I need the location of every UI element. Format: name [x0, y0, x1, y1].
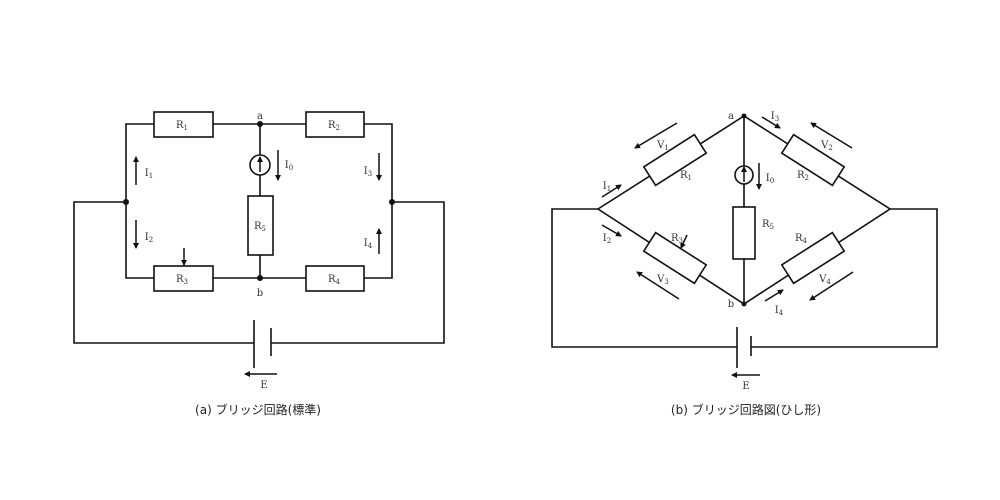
resistor-r4: [780, 231, 846, 285]
node-b-dot: [741, 301, 747, 307]
resistor-r1: [642, 133, 708, 187]
label-r4: R4: [328, 274, 341, 286]
node-left-dot: [123, 199, 129, 205]
resistor-r5: [732, 206, 756, 260]
caption-b: (b) ブリッジ回路図(ひし形): [671, 402, 821, 417]
label-r1: R1: [176, 120, 188, 132]
label-r2: R2: [328, 120, 340, 132]
label-node-a: a: [257, 111, 263, 122]
resistor-r2: [780, 133, 846, 187]
label-i4: I4: [775, 305, 784, 317]
label-i2: I2: [603, 233, 611, 245]
resistor-r1: [153, 111, 214, 138]
label-i4: I4: [364, 238, 373, 250]
battery-icon: [736, 327, 752, 368]
diagram-a-standard-bridge: a b R1 R2 R3 R4 R5 I0 I1 I2 I3 I4 E (a) …: [73, 111, 445, 417]
node-b-dot: [257, 275, 263, 281]
caption-a: (a) ブリッジ回路(標準): [195, 402, 321, 417]
label-e: E: [742, 381, 749, 392]
label-node-b: b: [257, 288, 263, 299]
current-source-icon: [734, 165, 754, 185]
arrow-r3-variable: [680, 234, 688, 249]
label-r4: R4: [795, 233, 808, 245]
label-node-a: a: [728, 111, 734, 122]
node-a-dot: [257, 121, 263, 127]
diagram-b-diamond-bridge: a b R1 R2 R3 R4 R5 I0 I1 I2 I3 I4 V1 V2 …: [551, 111, 938, 417]
arrow-i1: [601, 184, 622, 198]
label-v1: V1: [656, 140, 669, 152]
label-i0: I0: [766, 173, 774, 185]
arrow-i2: [601, 224, 622, 237]
label-i1: I1: [145, 168, 153, 180]
label-r2: R2: [797, 170, 809, 182]
label-r1: R1: [680, 170, 692, 182]
label-i2: I2: [145, 232, 153, 244]
label-v4: V4: [818, 274, 831, 286]
label-r3: R3: [176, 274, 188, 286]
label-i3: I3: [771, 111, 779, 123]
label-r5: R5: [254, 221, 266, 233]
label-node-b: b: [728, 299, 734, 310]
arrow-v3: [636, 271, 680, 300]
label-i1: I1: [603, 181, 611, 193]
label-v2: V2: [820, 140, 833, 152]
label-r3: R3: [671, 233, 683, 245]
current-source-icon: [249, 154, 271, 176]
label-v3: V3: [656, 274, 669, 286]
arrow-i3: [761, 116, 781, 129]
resistor-r4: [305, 265, 365, 292]
label-i0: I0: [285, 160, 293, 172]
arrow-v4: [809, 271, 854, 301]
arrow-v1: [634, 122, 678, 149]
arrow-v2: [810, 122, 853, 149]
resistor-r2: [305, 111, 365, 138]
node-a-dot: [741, 113, 747, 119]
resistor-r5: [247, 195, 274, 256]
node-right-dot: [389, 199, 395, 205]
battery-icon: [253, 320, 272, 368]
resistor-r3-variable: [153, 265, 214, 292]
label-r5: R5: [762, 219, 774, 231]
arrow-i4: [764, 289, 784, 302]
label-i3: I3: [364, 166, 372, 178]
label-e: E: [260, 380, 267, 391]
